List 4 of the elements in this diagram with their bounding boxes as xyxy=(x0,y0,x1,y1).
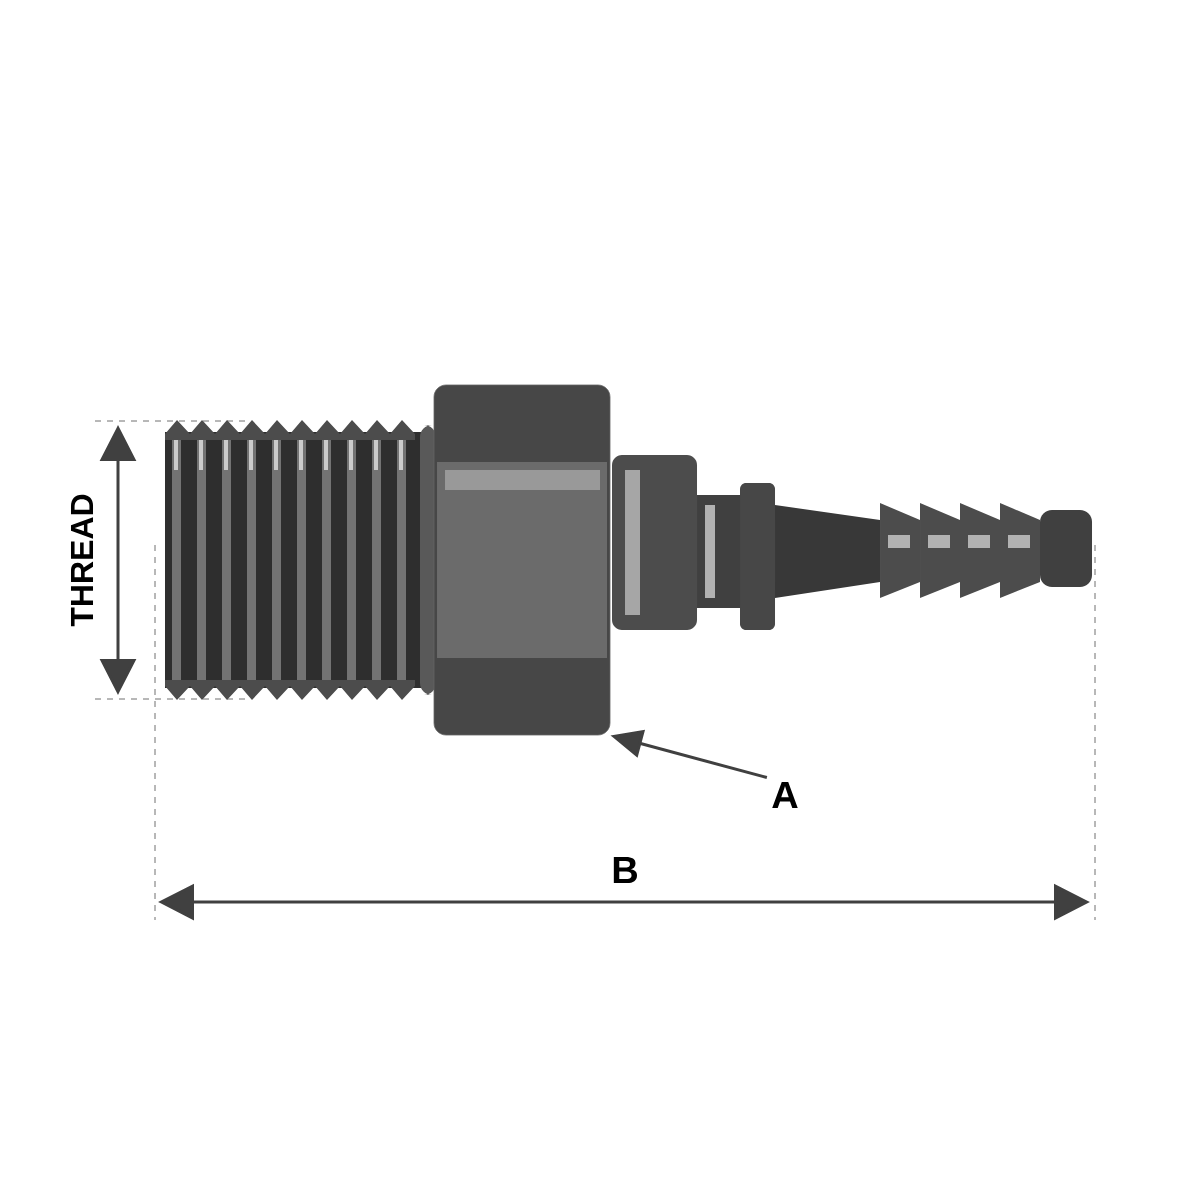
dimension-label: B xyxy=(613,856,637,884)
hex-nut xyxy=(433,384,611,736)
callout-letter: A xyxy=(772,781,798,809)
dimension-label: THREAD xyxy=(71,494,93,627)
